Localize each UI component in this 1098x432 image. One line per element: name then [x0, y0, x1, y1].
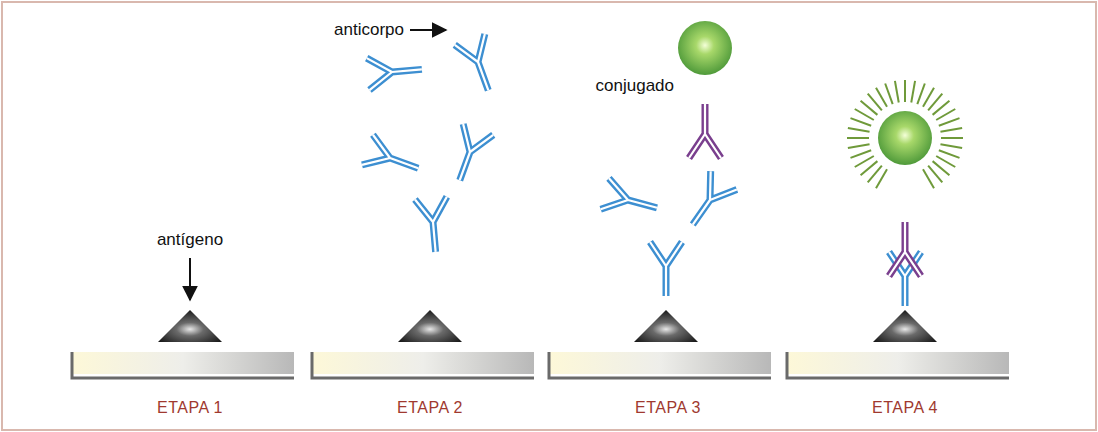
- glow-ray: [850, 118, 871, 126]
- stage-label: ETAPA 2: [397, 399, 463, 417]
- glow-ray: [939, 118, 960, 126]
- glow-ray: [911, 81, 915, 103]
- glow-ray: [940, 128, 962, 132]
- leader-arrows: [190, 30, 446, 300]
- antibodies-stage2: [362, 34, 503, 253]
- glow-ray: [941, 137, 963, 139]
- stage-label: ETAPA 3: [635, 399, 701, 417]
- glow-ray: [917, 83, 925, 104]
- stage-label: ETAPA 4: [872, 399, 938, 417]
- glow-ray: [940, 144, 962, 148]
- stage-label: ETAPA 1: [157, 399, 223, 417]
- glow-ray: [923, 169, 934, 188]
- glow-ray: [855, 156, 874, 167]
- part-label: conjugado: [596, 77, 674, 96]
- antibodies-stage3: [601, 21, 737, 296]
- glow-ray: [850, 150, 871, 158]
- glow-ray: [885, 83, 893, 104]
- glow-ray: [848, 128, 870, 132]
- plates: [72, 352, 1009, 378]
- stage4-complex: [847, 80, 963, 306]
- glow-ray: [876, 88, 887, 107]
- glow-ray: [939, 150, 960, 158]
- part-label: antígeno: [157, 231, 223, 250]
- part-label: anticorpo: [334, 21, 404, 40]
- glow-ray: [847, 137, 869, 139]
- glow-ray: [904, 80, 906, 102]
- antigens: [158, 310, 937, 342]
- glow-ray: [848, 144, 870, 148]
- glow-ray: [936, 109, 955, 120]
- glow-ray: [895, 81, 899, 103]
